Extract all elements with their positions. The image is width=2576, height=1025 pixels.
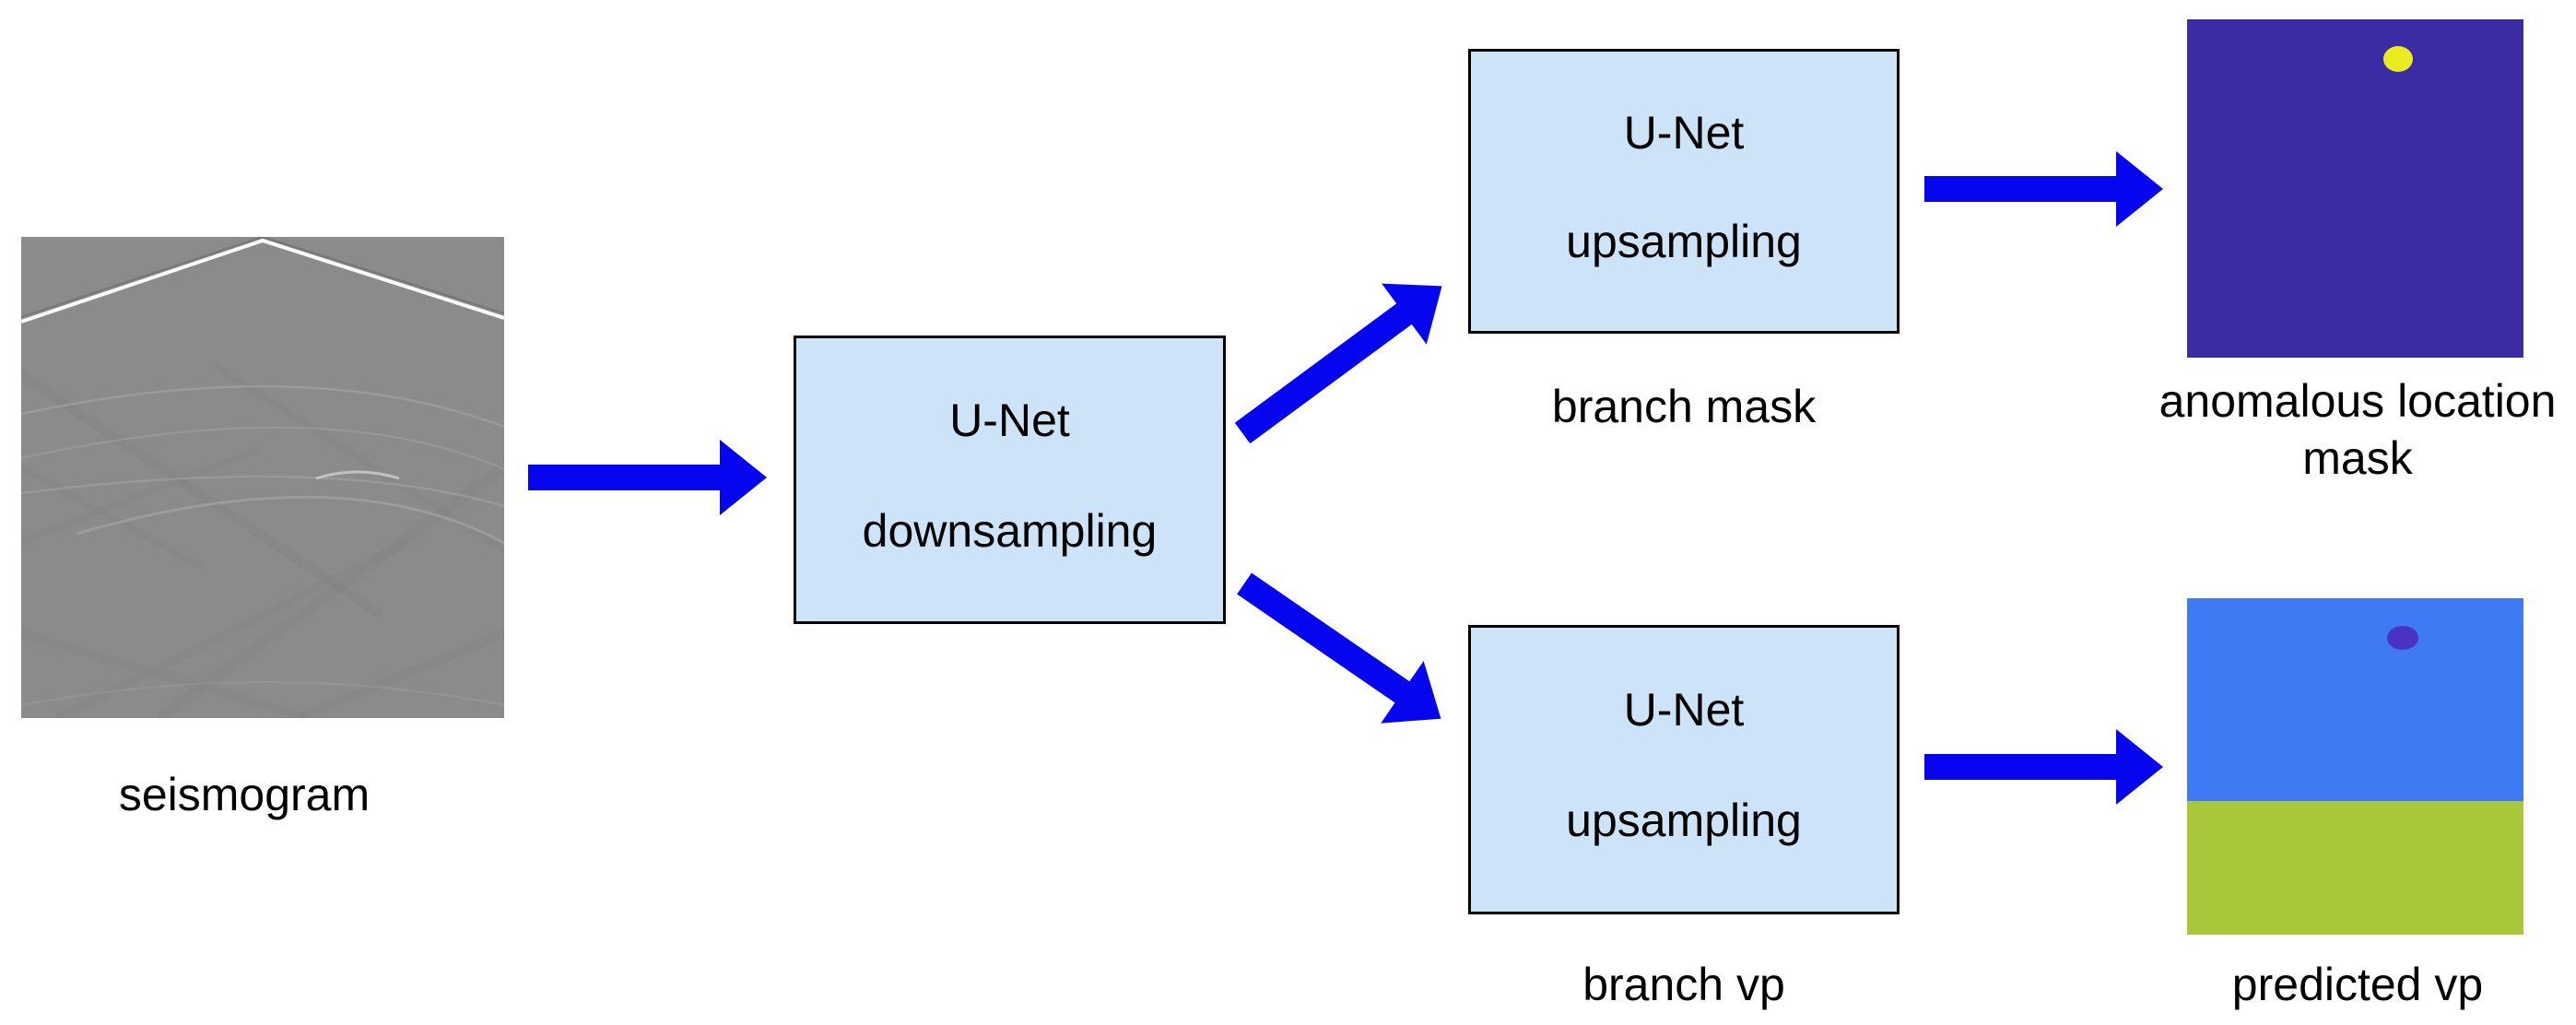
arrow-shape <box>1924 151 2163 227</box>
arrow-input-to-downsampling <box>528 439 768 516</box>
seismogram-tent-fringe <box>21 237 504 318</box>
unet-upsampling-mask-box: U-Net upsampling <box>1468 49 1900 334</box>
unet-downsampling-line2: downsampling <box>862 504 1158 557</box>
seismogram-dark-streaks <box>21 362 504 718</box>
predicted-vp-image <box>2187 598 2523 935</box>
predicted-vp-label: predicted vp <box>2231 959 2484 1010</box>
arrow-shape <box>528 440 767 515</box>
vp-upper-layer <box>2187 598 2523 801</box>
branch-mask-label: branch mask <box>1551 381 1817 432</box>
mask-anomaly-dot <box>2383 46 2413 72</box>
anomalous-mask-image <box>2187 19 2523 358</box>
unet-upsampling-vp-line2: upsampling <box>1566 795 1802 847</box>
seismogram-image <box>21 237 504 718</box>
arrow-to-branch-vp <box>1222 551 1464 750</box>
anomalous-mask-label-line1: anomalous location <box>2158 375 2557 427</box>
mask-background <box>2187 19 2523 358</box>
seismogram-light-arcs <box>21 384 504 706</box>
arrow-shape <box>1237 572 1441 724</box>
unet-downsampling-box: U-Net downsampling <box>794 336 1226 624</box>
unet-upsampling-mask-line2: upsampling <box>1566 216 1802 268</box>
arrow-shape <box>1924 729 2163 805</box>
vp-lower-layer <box>2187 801 2523 935</box>
unet-upsampling-vp-line1: U-Net <box>1623 684 1745 736</box>
anomalous-mask-label: anomalous location mask <box>2159 372 2557 487</box>
vp-anomaly-dot <box>2387 626 2418 650</box>
seismogram-arc-highlight <box>315 470 400 480</box>
arrow-to-vp-output <box>1924 728 2164 806</box>
branch-vp-label: branch vp <box>1582 959 1785 1010</box>
arrow-shape <box>1234 283 1442 444</box>
seismogram-tent-line <box>21 238 504 324</box>
unet-upsampling-mask-line1: U-Net <box>1623 106 1745 159</box>
seismogram-label: seismogram <box>118 769 371 820</box>
arrow-to-branch-mask <box>1219 254 1465 465</box>
unet-upsampling-vp-box: U-Net upsampling <box>1468 625 1900 914</box>
arrow-to-mask-output <box>1924 150 2164 228</box>
unet-downsampling-line1: U-Net <box>949 395 1070 447</box>
anomalous-mask-label-line2: mask <box>2302 432 2413 484</box>
